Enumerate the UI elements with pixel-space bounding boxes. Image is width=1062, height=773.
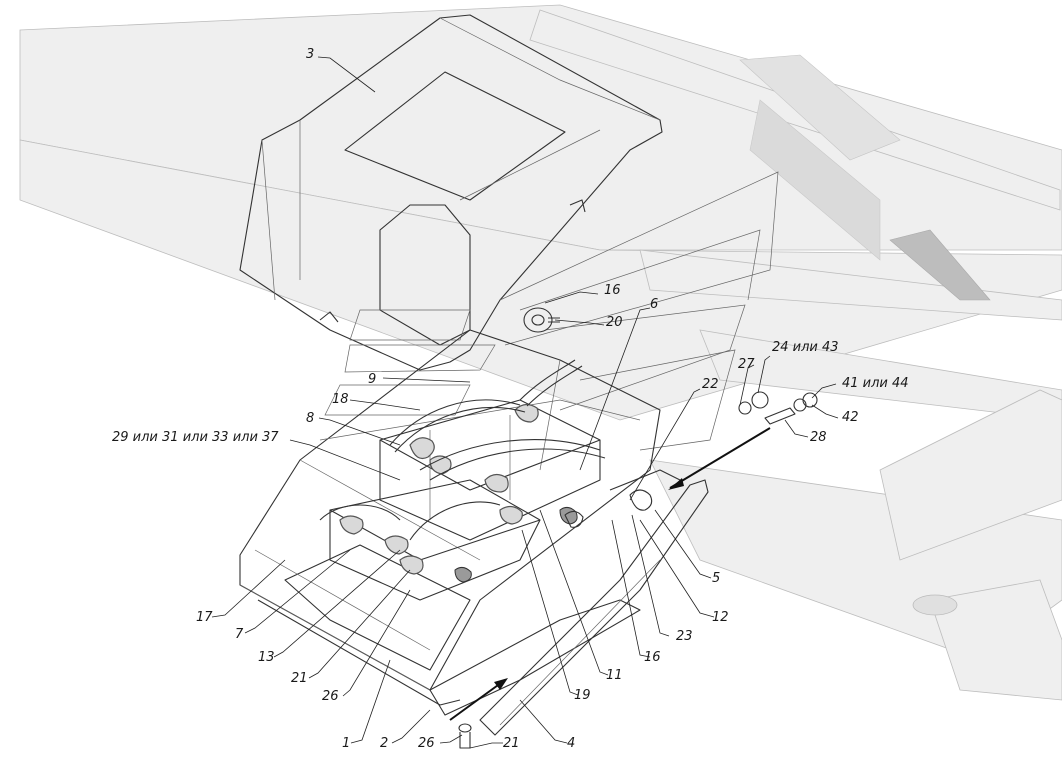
- callout-13: 13: [258, 650, 275, 665]
- callout-17: 17: [196, 610, 213, 625]
- battery-cables: [319, 359, 606, 541]
- mounting-brackets: [429, 469, 709, 736]
- callout-20: 20: [606, 315, 623, 330]
- callout-23: 23: [676, 629, 693, 644]
- callout-27: 27: [738, 357, 755, 372]
- callout-26a: 26: [322, 689, 339, 704]
- callout-28: 28: [810, 430, 827, 445]
- callout-19: 19: [574, 688, 591, 703]
- callout-9: 9: [368, 372, 376, 387]
- fasteners: [449, 307, 818, 749]
- callout-42: 42: [842, 410, 859, 425]
- callout-12: 12: [712, 610, 729, 625]
- callout-21a: 21: [291, 671, 308, 686]
- callout-6: 6: [650, 297, 658, 312]
- callout-7: 7: [235, 627, 244, 642]
- callout-29-31-33-37: 29 или 31 или 33 или 37: [112, 430, 279, 445]
- explode-guide-lines: [324, 171, 779, 451]
- callout-1: 1: [342, 736, 350, 751]
- callout-22: 22: [702, 377, 719, 392]
- callout-16: 16: [604, 283, 621, 298]
- callout-5: 5: [712, 571, 720, 586]
- callout-8: 8: [306, 411, 314, 426]
- battery-terminals: [339, 403, 578, 583]
- vehicle-frame-background: [19, 4, 1062, 701]
- callout-18: 18: [332, 392, 349, 407]
- callout-3: 3: [306, 47, 314, 62]
- callout-4: 4: [567, 736, 575, 751]
- callout-26b: 26: [418, 736, 435, 751]
- callout-2: 2: [380, 736, 388, 751]
- callout-21b: 21: [503, 736, 520, 751]
- callout-11: 11: [606, 668, 623, 683]
- battery-tray: [239, 329, 661, 706]
- callout-labels: 3 16 20 6 9 27 24 или 43 41 или 44 42 28…: [112, 47, 909, 751]
- callout-16b: 16: [644, 650, 661, 665]
- callout-41-44: 41 или 44: [842, 376, 909, 391]
- callout-leaders: [211, 56, 839, 749]
- callout-24-43: 24 или 43: [772, 340, 839, 355]
